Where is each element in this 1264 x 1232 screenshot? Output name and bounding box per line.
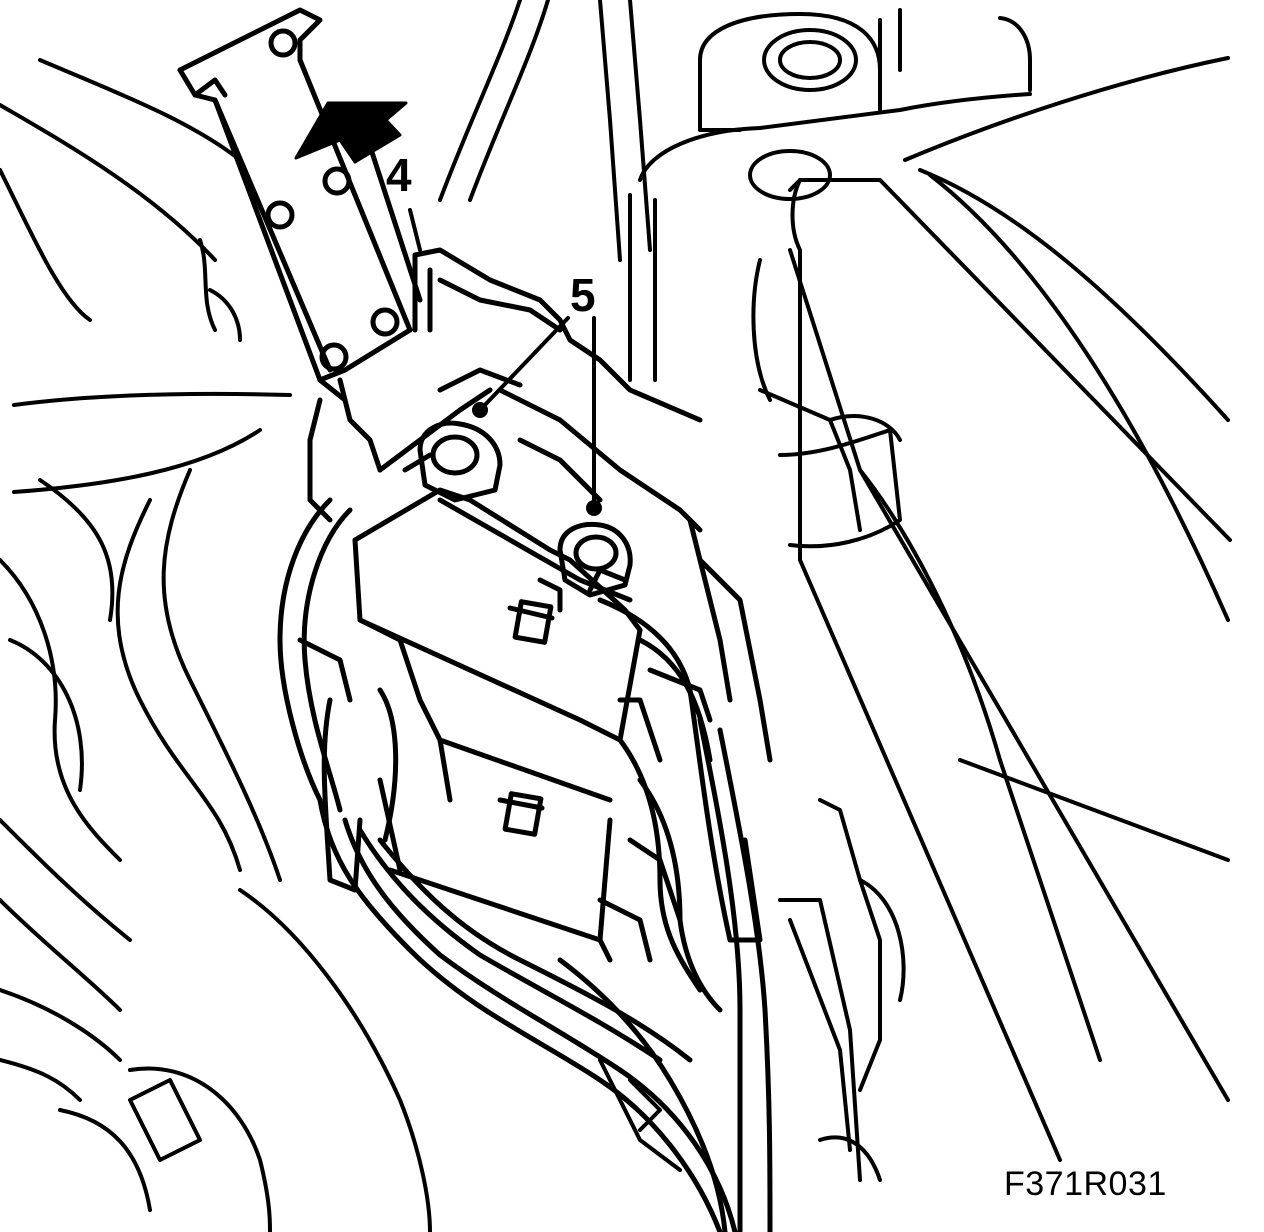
left-background-lines [0, 58, 432, 1232]
terminal-bolts [402, 420, 633, 598]
leader-lines [472, 316, 602, 516]
bracket [177, 7, 413, 403]
right-background-lines [598, 8, 1232, 1182]
pull-arrow [294, 101, 423, 303]
callout-label-5: 5 [570, 269, 596, 321]
callout-label-4: 4 [386, 149, 412, 201]
connector-plate [352, 487, 643, 963]
figure-code: F371R031 [1004, 1165, 1167, 1203]
background-pipes [408, 0, 652, 262]
cable-harness [277, 497, 773, 1232]
